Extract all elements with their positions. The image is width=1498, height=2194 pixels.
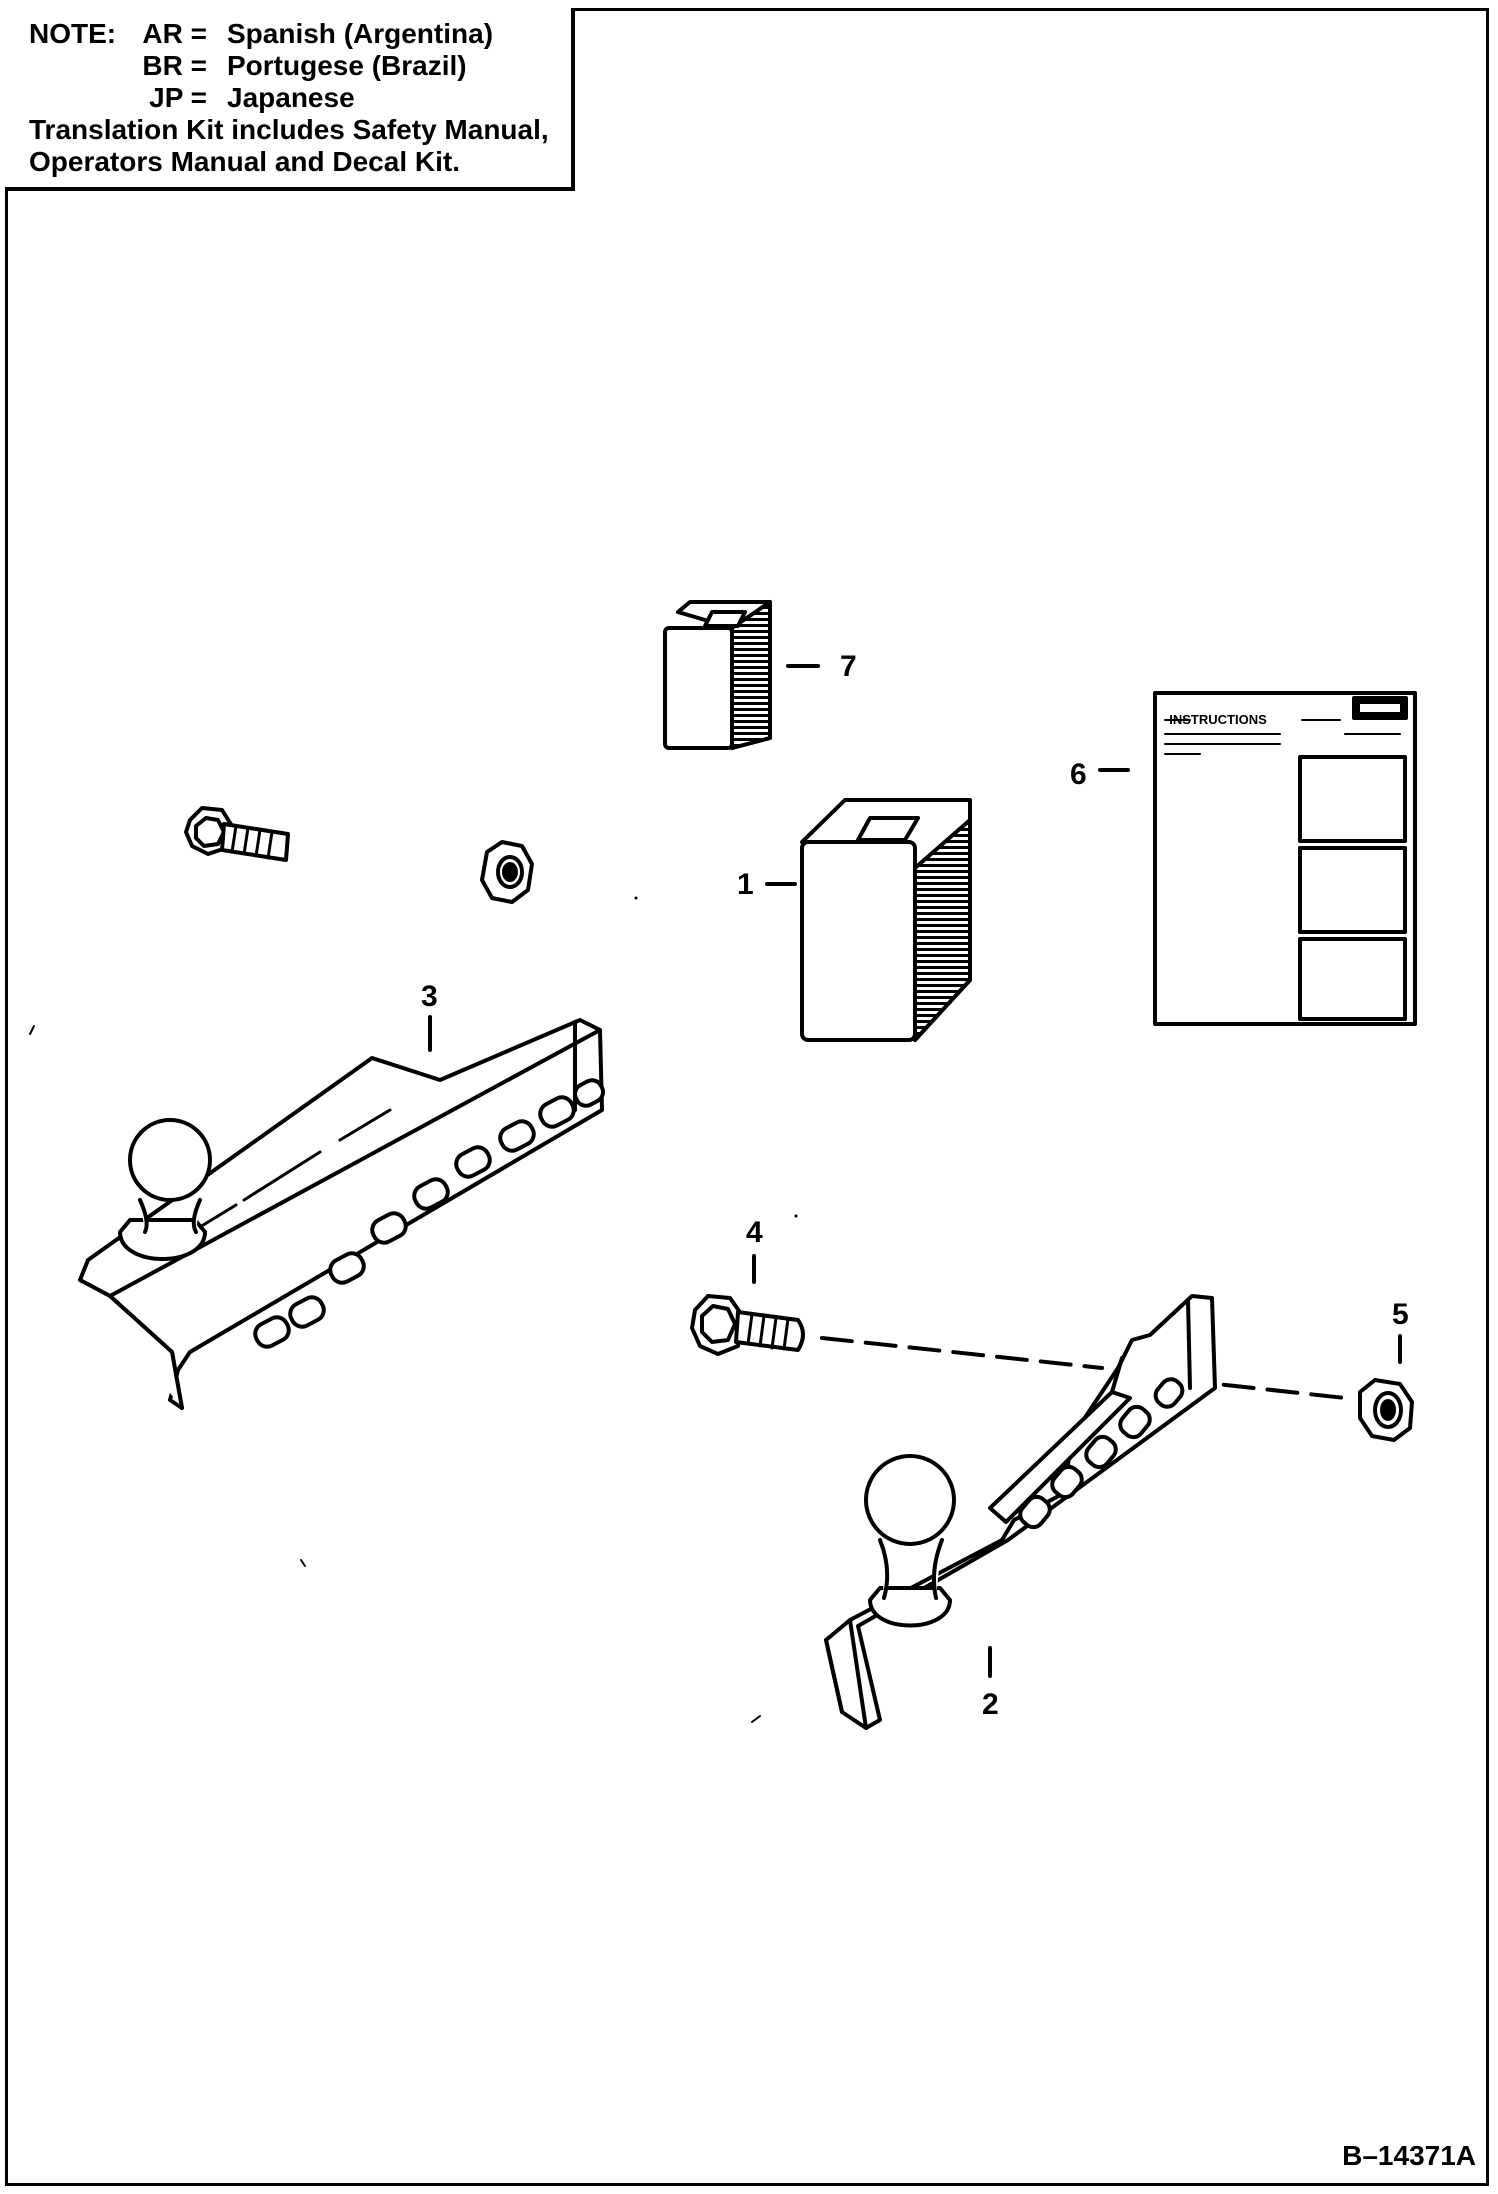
callout-1: 1 [737, 868, 754, 901]
note-language-ar: Spanish (Argentina) [227, 18, 494, 49]
callout-3: 3 [421, 980, 438, 1013]
callout-4: 4 [746, 1216, 763, 1249]
figure-id: B–14371A [1342, 2140, 1476, 2171]
note-code-jp: JP = [149, 82, 207, 113]
callout-5: 5 [1392, 1298, 1409, 1331]
note-manuals-line: Operators Manual and Decal Kit. [29, 146, 460, 177]
translation-kit-drawing [765, 798, 972, 1042]
bolt-drawing-upper [184, 806, 290, 862]
note-code-ar: AR = [142, 18, 207, 49]
note-code-br: BR = [142, 50, 207, 81]
hitch-bracket-left-drawing [78, 1015, 606, 1410]
hitch-bracket-right-drawing [824, 1294, 1217, 1730]
nut-drawing-upper [480, 840, 534, 904]
note-language-br: Portugese (Brazil) [227, 50, 467, 81]
bolt-drawing-item4 [690, 1254, 805, 1356]
callout-7: 7 [840, 650, 857, 683]
note-heading: NOTE: [29, 18, 117, 49]
note-box: NOTE: AR = Spanish (Argentina) BR = Port… [5, 8, 575, 191]
note-language-jp: Japanese [227, 82, 355, 113]
callout-6: 6 [1070, 758, 1087, 791]
note-kit-line: Translation Kit includes Safety Manual, [29, 114, 549, 145]
diagram-frame [5, 8, 1489, 2186]
callout-2: 2 [982, 1688, 999, 1721]
instruction-sheet-title: INSTRUCTIONS [1169, 712, 1267, 727]
decal-kit-small-drawing [663, 600, 820, 750]
instruction-sheet-drawing [1098, 691, 1417, 1026]
nut-drawing-item5 [1358, 1334, 1414, 1442]
